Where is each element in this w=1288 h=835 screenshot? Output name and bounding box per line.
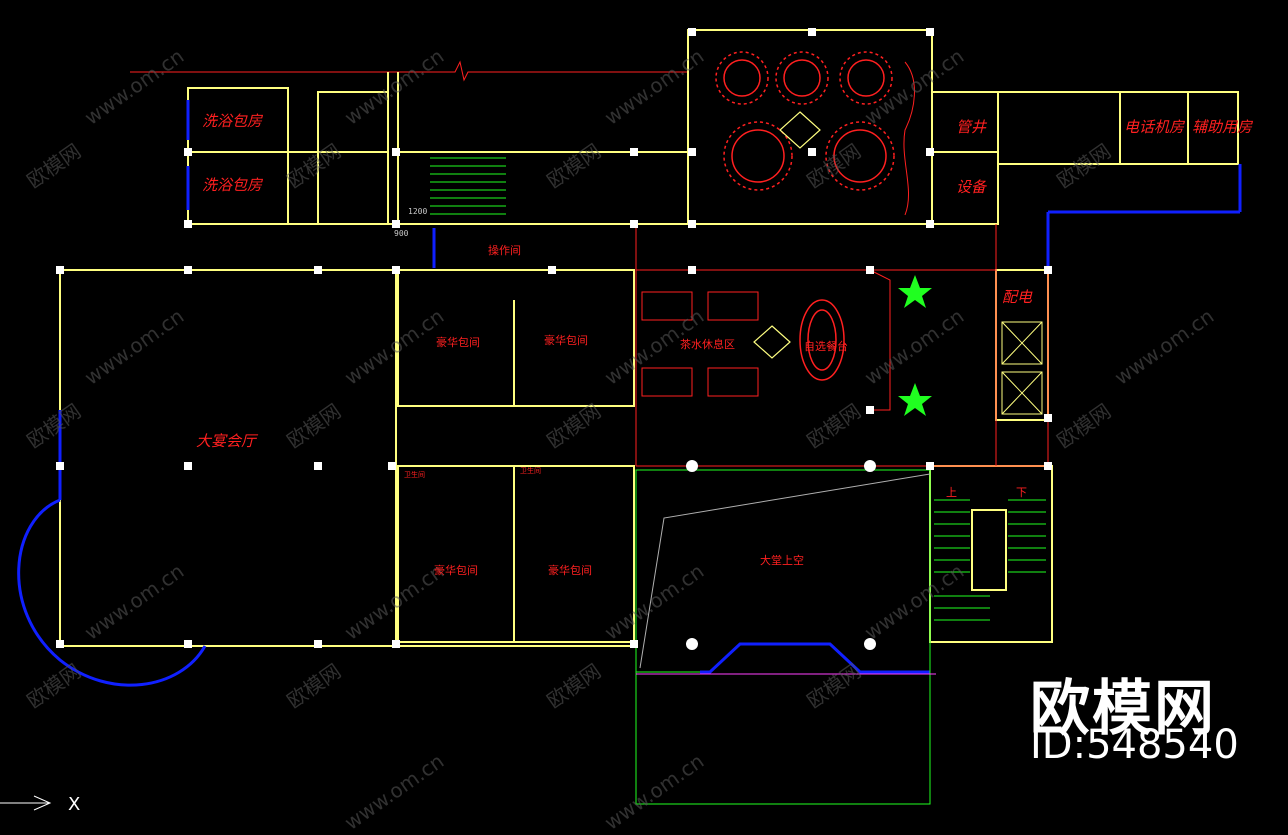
green-lines bbox=[430, 157, 1046, 805]
room-label-banquet-hall: 大宴会厅 bbox=[196, 432, 257, 450]
dimension-1200: 1200 bbox=[408, 207, 428, 216]
stair-treads bbox=[430, 157, 1046, 621]
sofa-sets bbox=[641, 291, 759, 397]
room-label-atrium: 大堂上空 bbox=[760, 554, 804, 567]
dimension-900: 900 bbox=[394, 229, 409, 238]
room-label-vip2: 豪华包间 bbox=[544, 334, 588, 347]
walls bbox=[59, 29, 1239, 647]
plant-icons bbox=[898, 275, 932, 416]
room-label-vip3: 豪华包间 bbox=[434, 564, 478, 577]
atrium-outline bbox=[639, 473, 931, 669]
room-label-equipment: 设备 bbox=[956, 178, 987, 196]
room-label-buffet: 自选餐台 bbox=[804, 340, 848, 353]
room-label-vip1: 豪华包间 bbox=[436, 336, 480, 349]
room-label-bath2: 洗浴包房 bbox=[202, 176, 263, 194]
room-label-shaft: 管井 bbox=[956, 118, 987, 136]
diamond-symbol bbox=[753, 111, 821, 359]
room-label-operation: 操作间 bbox=[488, 244, 521, 257]
room-label-vip4: 豪华包间 bbox=[548, 564, 592, 577]
room-label-toilet1: 卫生间 bbox=[404, 471, 425, 479]
room-label-toilet2: 卫生间 bbox=[520, 467, 541, 475]
columns bbox=[56, 28, 1052, 650]
ucs-x-label: X bbox=[68, 794, 81, 815]
room-label-tea-area: 茶水休息区 bbox=[680, 338, 735, 351]
model-id: ID:548540 bbox=[1030, 722, 1239, 768]
room-label-aux-room: 辅助用房 bbox=[1192, 118, 1253, 136]
room-label-phone-room: 电话机房 bbox=[1124, 118, 1185, 136]
room-label-kitchenette: 配电 bbox=[1002, 288, 1033, 306]
stair-up-label: 上 bbox=[946, 486, 957, 499]
red-lines bbox=[635, 61, 1049, 467]
stair-down-label: 下 bbox=[1016, 486, 1027, 499]
elevators bbox=[1001, 321, 1043, 415]
round-tables bbox=[715, 51, 895, 381]
brand-logo: 欧模网 bbox=[1030, 674, 1216, 744]
room-label-bath1: 洗浴包房 bbox=[202, 112, 263, 130]
blue-walls bbox=[17, 100, 1242, 687]
ucs-arrow bbox=[0, 795, 52, 811]
